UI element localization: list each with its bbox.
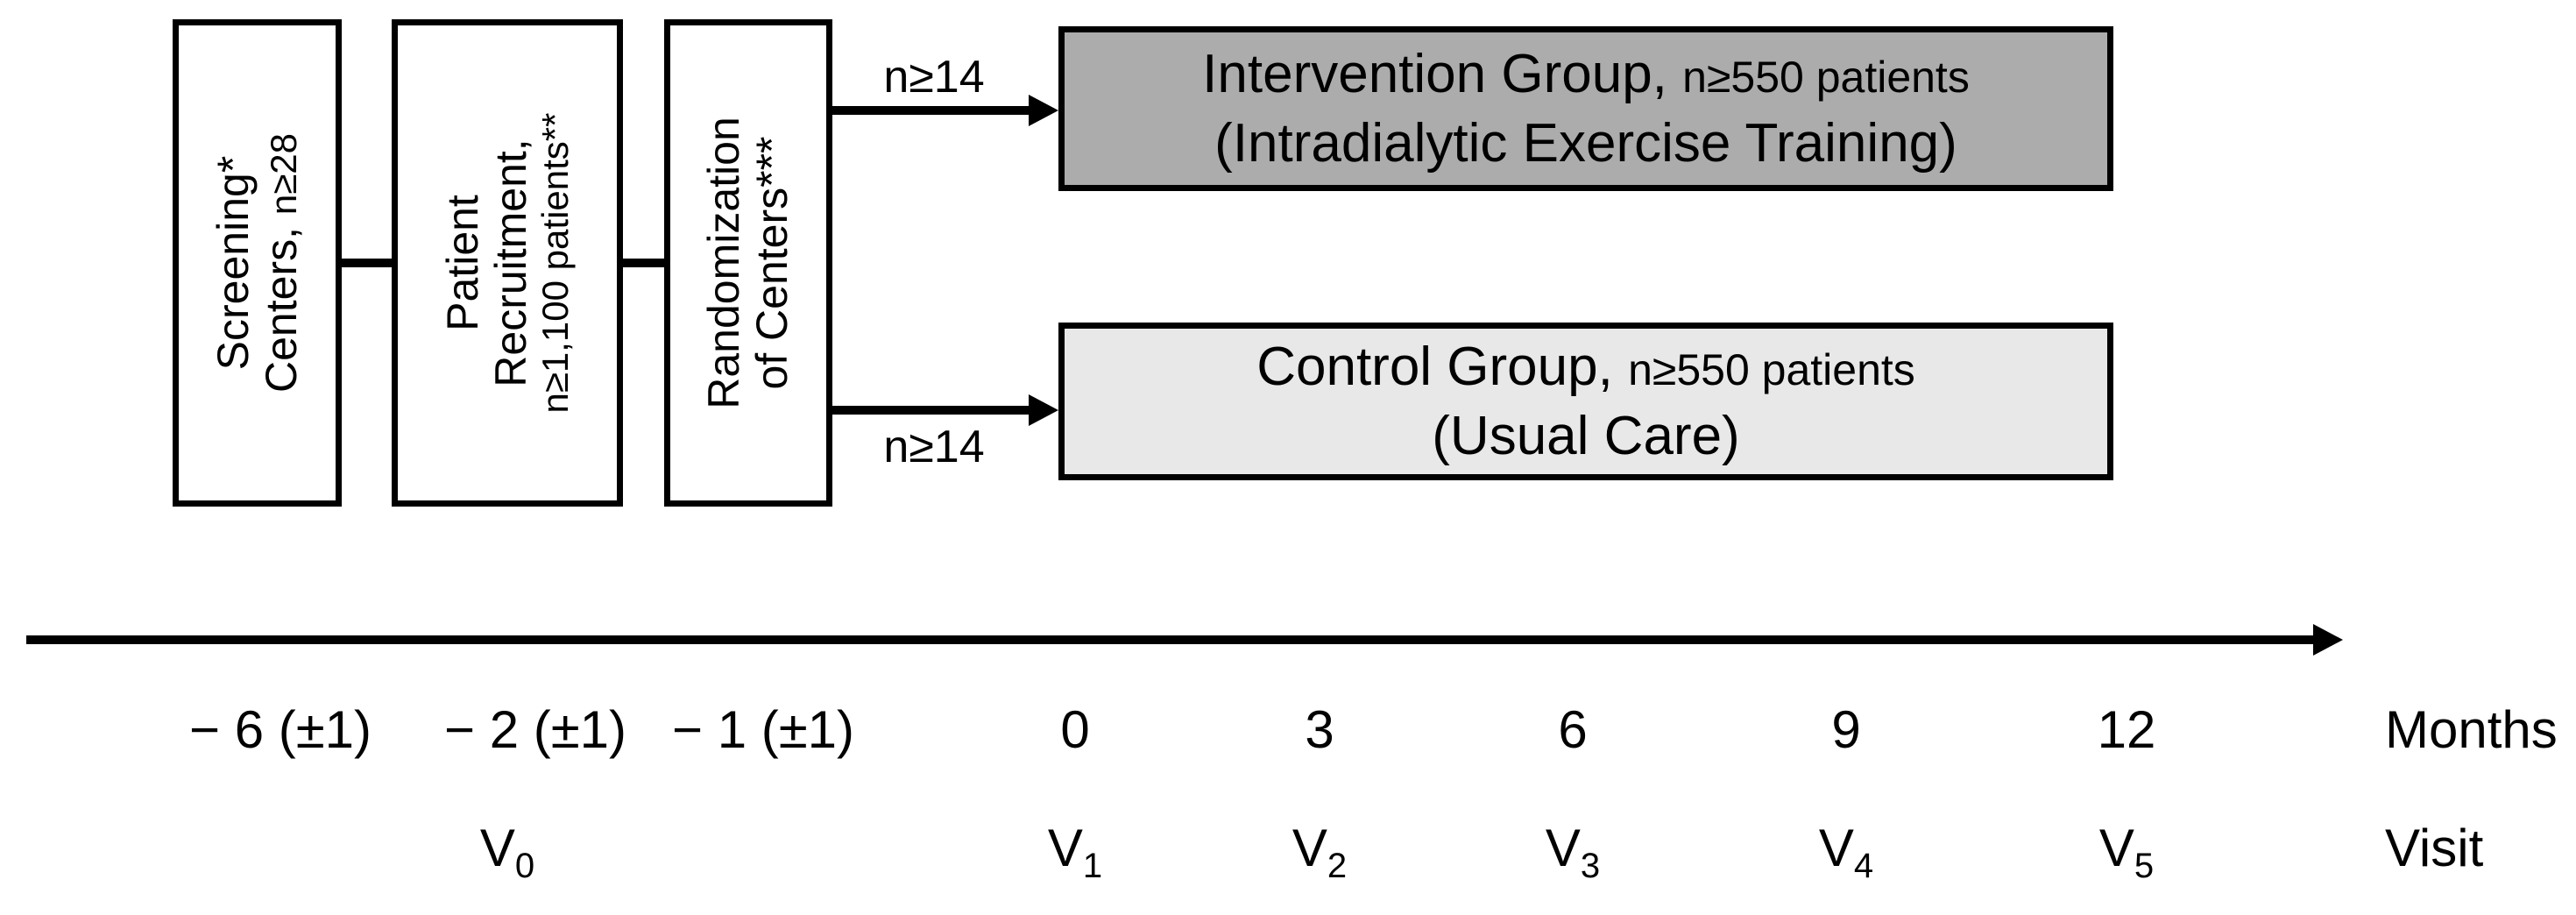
arrow-label-control-n: n≥14 — [883, 422, 985, 472]
visit-base: V — [1818, 819, 1854, 877]
month-tick-3: 3 — [1305, 700, 1334, 759]
visit-label-v4: V4 — [1706, 819, 1986, 886]
visit-sub: 1 — [1082, 847, 1103, 885]
stage-line: n≥1,100 patients** — [534, 26, 576, 500]
visit-label-v0: V0 — [367, 819, 648, 886]
connector-screening-recruitment — [338, 259, 396, 267]
timeline-axis — [26, 635, 2315, 644]
intervention-group-title: Intervention Group, n≥550 patients — [1202, 39, 1970, 109]
visit-sub: 2 — [1327, 847, 1348, 885]
month-tick-6: 6 — [1558, 700, 1588, 759]
stage-text: of Centers*** — [747, 136, 796, 390]
arrowhead-control-icon — [1029, 394, 1058, 426]
month-tick-12: 12 — [2097, 700, 2156, 759]
stage-text: Centers, — [256, 215, 306, 393]
stage-box-randomization: Randomization of Centers*** — [664, 19, 832, 507]
stage-box-screening: Screening* Centers, n≥28 — [173, 19, 342, 507]
visit-sub: 3 — [1580, 847, 1601, 885]
stage-text: Patient — [437, 195, 487, 331]
visit-base: V — [1545, 819, 1581, 877]
stage-text-small: n≥28 — [262, 133, 304, 216]
stage-box-randomization-text: Randomization of Centers*** — [699, 26, 796, 500]
visit-base: V — [479, 819, 515, 877]
stage-line: Recruitment, — [485, 26, 535, 500]
visit-base: V — [1292, 819, 1327, 877]
connector-recruitment-randomization — [619, 259, 669, 267]
control-title-main: Control Group, — [1256, 336, 1629, 397]
visit-label-v1: V1 — [935, 819, 1215, 886]
visit-label-v3: V3 — [1433, 819, 1713, 886]
stage-text: Recruitment, — [485, 138, 535, 387]
visit-label-v5: V5 — [1986, 819, 2267, 886]
visit-base: V — [2098, 819, 2134, 877]
intervention-title-main: Intervention Group, — [1202, 43, 1683, 104]
month-tick--6: − 6 (±1) — [188, 700, 372, 759]
stage-text: Screening* — [208, 155, 258, 371]
visit-base: V — [1047, 819, 1083, 877]
visit-sub: 4 — [1853, 847, 1874, 885]
arrow-line-intervention — [829, 106, 1030, 115]
arrow-label-intervention-n: n≥14 — [883, 52, 985, 103]
intervention-title-small: n≥550 patients — [1682, 52, 1970, 102]
month-tick-0: 0 — [1060, 700, 1090, 759]
intervention-group-box: Intervention Group, n≥550 patients (Intr… — [1058, 26, 2113, 191]
months-axis-label: Months — [2385, 700, 2558, 759]
stage-line: Centers, n≥28 — [256, 26, 306, 500]
visit-label-v2: V2 — [1179, 819, 1460, 886]
stage-box-recruitment-text: Patient Recruitment, n≥1,100 patients** — [437, 26, 576, 500]
control-title-small: n≥550 patients — [1628, 344, 1915, 394]
stage-line: Patient — [437, 26, 487, 500]
month-tick--2: − 2 (±1) — [443, 700, 626, 759]
arrow-line-control — [829, 406, 1030, 415]
stage-line: of Centers*** — [747, 26, 796, 500]
visit-sub: 0 — [514, 847, 535, 885]
timeline-arrowhead-icon — [2313, 624, 2343, 656]
stage-text-small: n≥1,100 patients** — [534, 112, 576, 414]
control-group-title: Control Group, n≥550 patients — [1256, 332, 1915, 401]
stage-box-screening-text: Screening* Centers, n≥28 — [209, 26, 306, 500]
visit-sub: 5 — [2134, 847, 2155, 885]
stage-box-recruitment: Patient Recruitment, n≥1,100 patients** — [392, 19, 623, 507]
month-tick-9: 9 — [1831, 700, 1861, 759]
stage-text: Randomization — [699, 117, 748, 409]
stage-line: Screening* — [209, 26, 258, 500]
stage-line: Randomization — [699, 26, 748, 500]
month-tick--1: − 1 (±1) — [671, 700, 854, 759]
arrowhead-intervention-icon — [1029, 95, 1058, 126]
control-group-subtitle: (Usual Care) — [1432, 406, 1740, 466]
intervention-group-subtitle: (Intradialytic Exercise Training) — [1214, 113, 1957, 174]
control-group-box: Control Group, n≥550 patients (Usual Car… — [1058, 323, 2113, 480]
visit-axis-label: Visit — [2385, 819, 2484, 877]
